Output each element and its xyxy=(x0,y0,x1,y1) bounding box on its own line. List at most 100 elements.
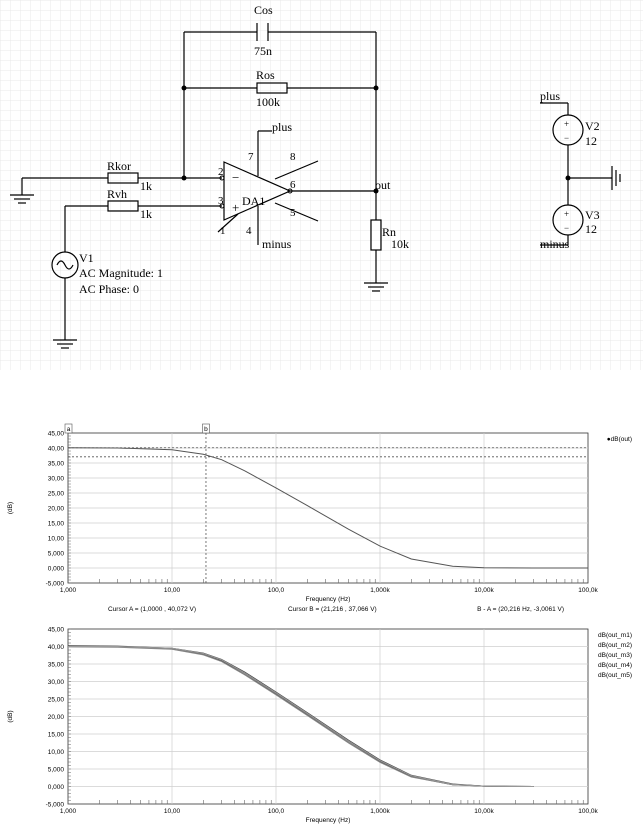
rn-name: Rn xyxy=(382,225,396,239)
pin-7-label: 7 xyxy=(248,151,254,163)
xtick-label: 10,00 xyxy=(164,587,181,594)
capacitor-cos[interactable] xyxy=(256,23,269,41)
pin-6-label: 6 xyxy=(290,179,296,191)
ytick-label: 5,000 xyxy=(48,551,65,558)
pin-3-label: 3 xyxy=(218,195,224,207)
sine-icon xyxy=(56,260,74,270)
pin-4-label: 4 xyxy=(246,225,252,237)
ytick-label: 30,00 xyxy=(48,476,65,483)
ytick-label: 20,00 xyxy=(48,506,65,513)
cos-value: 75n xyxy=(254,44,272,58)
ros-name: Ros xyxy=(256,68,275,82)
ground-symbol-supply xyxy=(611,166,621,190)
pin-marker-output xyxy=(287,188,293,194)
rkor-value: 1k xyxy=(140,179,152,193)
ytick-label: 15,00 xyxy=(48,732,65,739)
xtick-label: 1,000 xyxy=(60,587,77,594)
ytick-label: 35,00 xyxy=(48,662,65,669)
legend-entry[interactable]: dB(out_m1) xyxy=(598,632,632,639)
v2-value: 12 xyxy=(585,134,597,148)
pin-1-lead xyxy=(217,213,239,233)
cursor-a-handle[interactable] xyxy=(64,423,73,434)
pin-8-label: 8 xyxy=(290,151,296,163)
net-label-plus: plus xyxy=(272,120,292,134)
series-line-dbout xyxy=(67,447,588,569)
series-line-dbout-m5 xyxy=(68,646,534,787)
cursor-b-handle[interactable] xyxy=(202,423,210,434)
xtick-label: 100,0 xyxy=(268,808,285,815)
ground-symbol-v1 xyxy=(53,339,77,349)
v3-minus-sign: − xyxy=(564,223,569,233)
ytick-label: 35,00 xyxy=(48,461,65,468)
rvh-name: Rvh xyxy=(107,187,127,201)
xtick-label: 100,0k xyxy=(578,587,598,594)
legend-entry[interactable]: dB(out_m3) xyxy=(598,652,632,659)
ytick-label: 10,00 xyxy=(48,536,65,543)
pin-8-lead xyxy=(274,160,319,180)
rkor-name: Rkor xyxy=(107,159,131,173)
xtick-label: 10,00 xyxy=(164,808,181,815)
xtick-label: 100,0k xyxy=(578,808,598,815)
junction-dot xyxy=(373,85,379,91)
pin-marker-noninverting xyxy=(219,203,225,209)
legend-entry[interactable]: dB(out_m5) xyxy=(598,672,632,679)
pin-5-label: 5 xyxy=(290,207,296,219)
ground-symbol-left xyxy=(10,178,34,204)
ytick-label: 10,00 xyxy=(48,749,65,756)
circuit-schematic: Cos 75n Ros 100k Rkor 1k Rvh 1k DA1 Rn 1… xyxy=(0,0,643,370)
v1-name: V1 xyxy=(79,251,94,265)
rvh-value: 1k xyxy=(140,207,152,221)
xtick-label: 1,000 xyxy=(60,808,77,815)
ytick-label: 5,000 xyxy=(48,767,65,774)
series-line-dbout-m4 xyxy=(67,646,534,787)
rn-value: 10k xyxy=(391,237,409,251)
opamp-plus-sign: + xyxy=(232,200,239,215)
net-label-minus-supply: minus xyxy=(540,237,570,251)
v2-plus-sign: + xyxy=(564,119,569,129)
v2-name: V2 xyxy=(585,119,600,133)
junction-dot xyxy=(373,188,379,194)
ytick-label: 15,00 xyxy=(48,521,65,528)
ytick-label: -5,000 xyxy=(46,581,65,588)
pin-marker-inverting xyxy=(219,175,225,181)
x-axis-label: Frequency (Hz) xyxy=(306,817,351,824)
ytick-label: 0,000 xyxy=(48,566,65,573)
cos-name: Cos xyxy=(254,3,273,17)
ytick-label: 30,00 xyxy=(48,679,65,686)
plot-dbout: 45,0040,0035,0030,0025,0020,0015,0010,00… xyxy=(7,423,632,613)
cursor-a-readout: Cursor A = (1,0000 , 40,072 V) xyxy=(108,606,196,613)
net-label-minus: minus xyxy=(262,237,292,251)
ytick-label: 40,00 xyxy=(48,446,65,453)
v3-plus-sign: + xyxy=(564,209,569,219)
plot-monte-carlo: 45,00 40,00 35,00 30,00 25,00 20,00 15,00 10,00… xyxy=(7,627,632,825)
ytick-label: -5,000 xyxy=(46,802,65,809)
bode-plots: 45,00 40,00 35,00 30,00 25,00 20,00 15,00 10,00… xyxy=(7,423,632,825)
legend-entry[interactable]: dB(out_m4) xyxy=(598,662,632,669)
junction-dot xyxy=(181,175,187,181)
ytick-label: 40,00 xyxy=(48,644,65,651)
opamp-da1[interactable] xyxy=(223,161,292,221)
ground-symbol-rn xyxy=(364,282,388,292)
pin-5-lead xyxy=(274,202,319,222)
cursor-a-marker: a xyxy=(67,426,71,433)
v1-line1: AC Magnitude: 1 xyxy=(79,266,163,280)
pin-2-label: 2 xyxy=(218,166,224,178)
junction-dot xyxy=(181,85,187,91)
xtick-label: 10,00k xyxy=(474,587,494,594)
legend-entry[interactable]: dB(out_m2) xyxy=(598,642,632,649)
v3-name: V3 xyxy=(585,208,600,222)
y-axis-label: (dB) xyxy=(7,502,14,514)
xtick-label: 1,000k xyxy=(370,808,390,815)
legend-entry[interactable]: ●dB(out) xyxy=(607,436,632,443)
cursor-diff-readout: B - A = (20,216 Hz, -3,0061 V) xyxy=(477,606,564,613)
ytick-label: 25,00 xyxy=(48,697,65,704)
v2-minus-sign: − xyxy=(564,133,569,143)
cursor-b-readout: Cursor B = (21,216 , 37,066 V) xyxy=(288,606,377,613)
xtick-label: 10,00k xyxy=(474,808,494,815)
ytick-label: 20,00 xyxy=(48,714,65,721)
x-axis-label: Frequency (Hz) xyxy=(306,596,351,603)
v1-line2: AC Phase: 0 xyxy=(79,282,139,296)
net-label-out: out xyxy=(375,178,391,192)
da1-name: DA1 xyxy=(242,194,265,208)
ytick-label: 45,00 xyxy=(48,627,65,634)
